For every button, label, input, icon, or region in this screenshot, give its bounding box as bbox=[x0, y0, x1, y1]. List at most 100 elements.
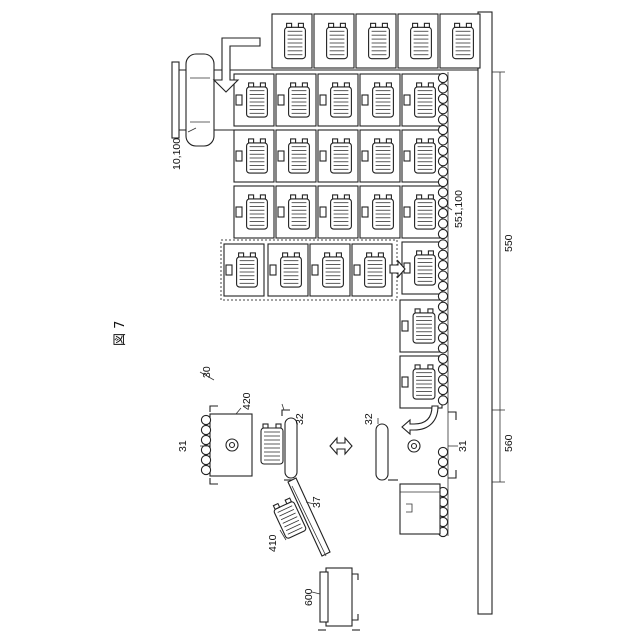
roller bbox=[438, 323, 447, 332]
storage-cell bbox=[272, 14, 312, 68]
storage-cell bbox=[276, 74, 316, 126]
storage-cell bbox=[400, 356, 442, 408]
storage-cell bbox=[402, 186, 442, 238]
label-31-right: 31 bbox=[457, 440, 469, 452]
roller bbox=[438, 281, 447, 290]
cassette bbox=[365, 253, 386, 287]
cassette bbox=[289, 83, 310, 117]
label-550: 550 bbox=[503, 234, 515, 252]
roller bbox=[438, 375, 447, 384]
storage-cell bbox=[356, 14, 396, 68]
empty-container bbox=[400, 484, 440, 534]
storage-cell bbox=[402, 74, 442, 126]
storage-cell bbox=[440, 14, 480, 68]
roller bbox=[438, 167, 447, 176]
curved-transfer-arrow bbox=[402, 406, 438, 434]
storage-cell bbox=[318, 130, 358, 182]
storage-cell bbox=[318, 74, 358, 126]
cassette bbox=[261, 424, 283, 464]
roller bbox=[438, 344, 447, 353]
storage-cell bbox=[234, 74, 274, 126]
roller bbox=[438, 271, 447, 280]
cassette bbox=[247, 195, 268, 229]
double-arrow bbox=[330, 438, 352, 454]
cassette bbox=[285, 23, 306, 58]
roller bbox=[438, 177, 447, 186]
roller bbox=[201, 435, 210, 444]
storage-cell bbox=[314, 14, 354, 68]
roller bbox=[438, 146, 447, 155]
roller bbox=[438, 396, 447, 405]
roller bbox=[438, 292, 447, 301]
label-600: 600 bbox=[303, 588, 315, 606]
storage-cell bbox=[276, 186, 316, 238]
storage-cell bbox=[234, 130, 274, 182]
roller bbox=[201, 445, 210, 454]
label-551-100: 551,100 bbox=[453, 190, 465, 228]
cassette bbox=[331, 195, 352, 229]
cassette bbox=[281, 253, 302, 287]
roller bbox=[438, 261, 447, 270]
cassette bbox=[289, 195, 310, 229]
label-30: 30 bbox=[201, 366, 213, 378]
storage-cell bbox=[402, 130, 442, 182]
cassette bbox=[415, 139, 436, 173]
cassette bbox=[373, 139, 394, 173]
roller bbox=[201, 455, 210, 464]
roller bbox=[438, 365, 447, 374]
roller bbox=[438, 73, 447, 82]
roller bbox=[438, 105, 447, 114]
roller bbox=[438, 457, 447, 466]
conveyor-32-right bbox=[376, 424, 398, 480]
roller bbox=[201, 415, 210, 424]
cart-600 bbox=[318, 568, 360, 630]
storage-cell bbox=[310, 244, 350, 296]
label-10-100: 10,100 bbox=[171, 138, 183, 170]
roller-conveyor bbox=[438, 72, 448, 537]
roller bbox=[438, 240, 447, 249]
storage-cell bbox=[234, 186, 274, 238]
roller bbox=[438, 313, 447, 322]
cassette bbox=[247, 139, 268, 173]
cassette bbox=[237, 253, 258, 287]
storage-cell bbox=[352, 244, 392, 296]
cassette bbox=[415, 251, 436, 285]
storage-cell bbox=[360, 130, 400, 182]
label-420: 420 bbox=[241, 392, 253, 410]
cassette bbox=[415, 195, 436, 229]
storage-cell bbox=[398, 14, 438, 68]
roller bbox=[438, 302, 447, 311]
storage-cell bbox=[400, 300, 442, 352]
figure-title: 図 7 bbox=[113, 321, 128, 346]
label-560: 560 bbox=[503, 434, 515, 452]
label-32-left: 32 bbox=[294, 413, 306, 425]
cassette bbox=[331, 139, 352, 173]
label-37: 37 bbox=[311, 496, 323, 508]
cassette bbox=[411, 23, 432, 58]
roller bbox=[438, 219, 447, 228]
storage-cell bbox=[360, 186, 400, 238]
cassette bbox=[323, 253, 344, 287]
cassette-on-conveyor-32 bbox=[261, 424, 283, 464]
cassette bbox=[289, 139, 310, 173]
storage-cell bbox=[268, 244, 308, 296]
roller bbox=[438, 229, 447, 238]
storage-cell bbox=[276, 130, 316, 182]
roller bbox=[438, 447, 447, 456]
main-frame bbox=[478, 12, 492, 614]
roller bbox=[438, 115, 447, 124]
cassette bbox=[413, 365, 435, 399]
roller bbox=[438, 188, 447, 197]
roller bbox=[438, 250, 447, 259]
cassette bbox=[373, 83, 394, 117]
storage-cell bbox=[360, 74, 400, 126]
roller bbox=[201, 465, 210, 474]
roller bbox=[438, 385, 447, 394]
cassette bbox=[415, 83, 436, 117]
roller bbox=[438, 333, 447, 342]
roller bbox=[201, 425, 210, 434]
cassette bbox=[247, 83, 268, 117]
roller bbox=[438, 94, 447, 103]
